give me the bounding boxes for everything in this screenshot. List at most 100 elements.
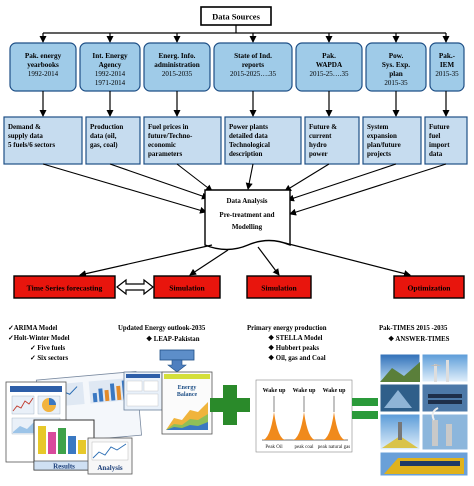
method-label-optimization: Optimization [407,284,451,293]
ts-bullet-2: ✓Holt-Winter Model [8,335,70,342]
data-sources-label: Data Sources [212,12,260,22]
analysis-to-method-arrows [79,242,411,278]
source-title-line: reports [242,61,264,69]
source-years-line: 2015-2035 [162,70,193,78]
source-title-line: Pow. [389,52,404,60]
data-item-line: import [429,141,450,149]
peak-sublabel-2: peak coal [294,445,314,450]
method-label-simulation-1: Simulation [169,284,205,293]
opt-line2: ❖ ANSWER-TIMES [388,335,450,343]
source-drop-arrows [39,33,450,43]
source-title-line: Agency [99,61,122,69]
data-item-line: plan/future [367,141,401,149]
data-item-line: hydro [309,141,327,149]
data-item-line: current [309,132,332,140]
source-title-line: IEM [440,61,455,69]
data-item-line: parameters [148,150,182,158]
item-box-hydro [304,116,360,165]
data-item-line: Power plants [229,123,268,131]
data-item-line: System [367,123,389,131]
energy-balance-line2: Balance [177,392,198,398]
peak-sublabel-3: peak natural gas [318,445,351,450]
data-item-line: data [429,150,443,158]
energy-balance-line1: Energy [178,385,197,391]
data-item-line: Production [90,123,123,131]
data-item-line: 5 fuels/6 sectors [8,141,55,149]
sim2-bullet-3: ❖ Oil, gas and Coal [268,354,326,362]
analysis-line1: Data Analysis [226,197,267,205]
source-years-line: 2015-35 [384,79,408,87]
peak-oil-curve: Wake up Peak Oil [262,388,286,450]
source-title-line: Int. Energy [92,52,128,60]
peak-coal-curve: Wake up peak coal [292,388,316,450]
method-label-simulation-2: Simulation [261,284,297,293]
data-item-line: Demand & [8,123,41,131]
ts-bullet-3: ✓ Five fuels [30,345,65,352]
peak-label-1: Wake up [263,388,287,394]
source-boxes [9,42,465,92]
source-years-line: 1992-2014 [28,70,59,78]
data-item-boxes [3,116,468,165]
data-item-line: power [309,150,328,158]
leap-illustration: Energy Balance [123,349,213,435]
peak-gas-curve: Wake up peak natural gas [318,388,351,450]
hubbert-peaks-illustration: Wake up Peak Oil Wake up peak coal Wake … [255,379,353,453]
sim2-bullet-1: ❖ STELLA Model [268,334,323,342]
data-item-line: Fuel prices in [148,123,189,131]
source-title-line: administration [154,61,200,69]
peak-label-2: Wake up [293,388,317,394]
item-to-analysis-arrows [42,163,447,216]
source-years-line: 2015-25….35 [309,70,349,78]
item-box-demand-supply [3,116,83,165]
data-item-line: Technological [229,141,270,149]
peak-sublabel-1: Peak Oil [265,445,283,450]
data-item-line: Future [429,123,449,131]
data-item-line: description [229,150,263,158]
analysis-line3: Modelling [232,223,263,231]
source-title-line: State of Ind. [234,52,272,60]
time-series-illustration: Results Analysis [5,370,142,475]
source-years-line: 1971-2014 [95,79,126,87]
opt-line1: Pak-TIMES 2015 -2035 [379,325,448,332]
source-title-line: Energ. Info. [159,52,196,60]
source-title-line: Pak. [322,52,336,60]
data-item-line: Future & [309,123,337,131]
method-box-simulation-2 [246,275,312,299]
source-title-line: yearbooks [27,61,59,69]
method-box-simulation-1 [153,275,221,299]
method-box-time-series [13,275,116,299]
data-item-line: economic [148,141,176,149]
source-box-pak-iem [429,42,465,92]
equals-sign [352,398,378,419]
sim1-line2: ❖ LEAP-Pakistan [146,335,200,343]
data-item-line: projects [367,150,391,158]
peak-label-3: Wake up [323,388,347,394]
data-item-line: detailed data [229,132,268,140]
method-label-time-series: Time Series forecasting [27,284,103,293]
ts-bullet-1: ✓ARIMA Model [8,325,57,332]
analysis-tab-label: Analysis [97,464,123,472]
item-box-system-expansion [362,116,422,165]
data-item-line: gas, coal) [90,141,118,149]
data-item-line: data (oil, [90,132,117,140]
ts-bullet-4: ✓ Six sectors [30,355,69,362]
source-title-line: WAPDA [316,61,343,69]
source-title-line: Sys. Exp. [382,61,410,69]
source-title-line: Pak. energy [25,52,62,60]
item-box-fuel-import [424,116,468,165]
method-box-optimization [393,275,465,299]
data-item-line: expansion [367,132,397,140]
data-item-line: fuel [429,132,440,140]
results-label: Results [53,463,75,471]
source-years-line: 2015-2025….35 [230,70,277,78]
source-title-line: plan [389,70,403,78]
data-item-line: future/Techno- [148,132,193,140]
item-box-power-plants [224,116,302,165]
data-item-line: supply data [8,132,43,140]
source-years-line: 2015-35 [435,70,459,78]
sim2-line1: Primary energy production [247,325,327,332]
